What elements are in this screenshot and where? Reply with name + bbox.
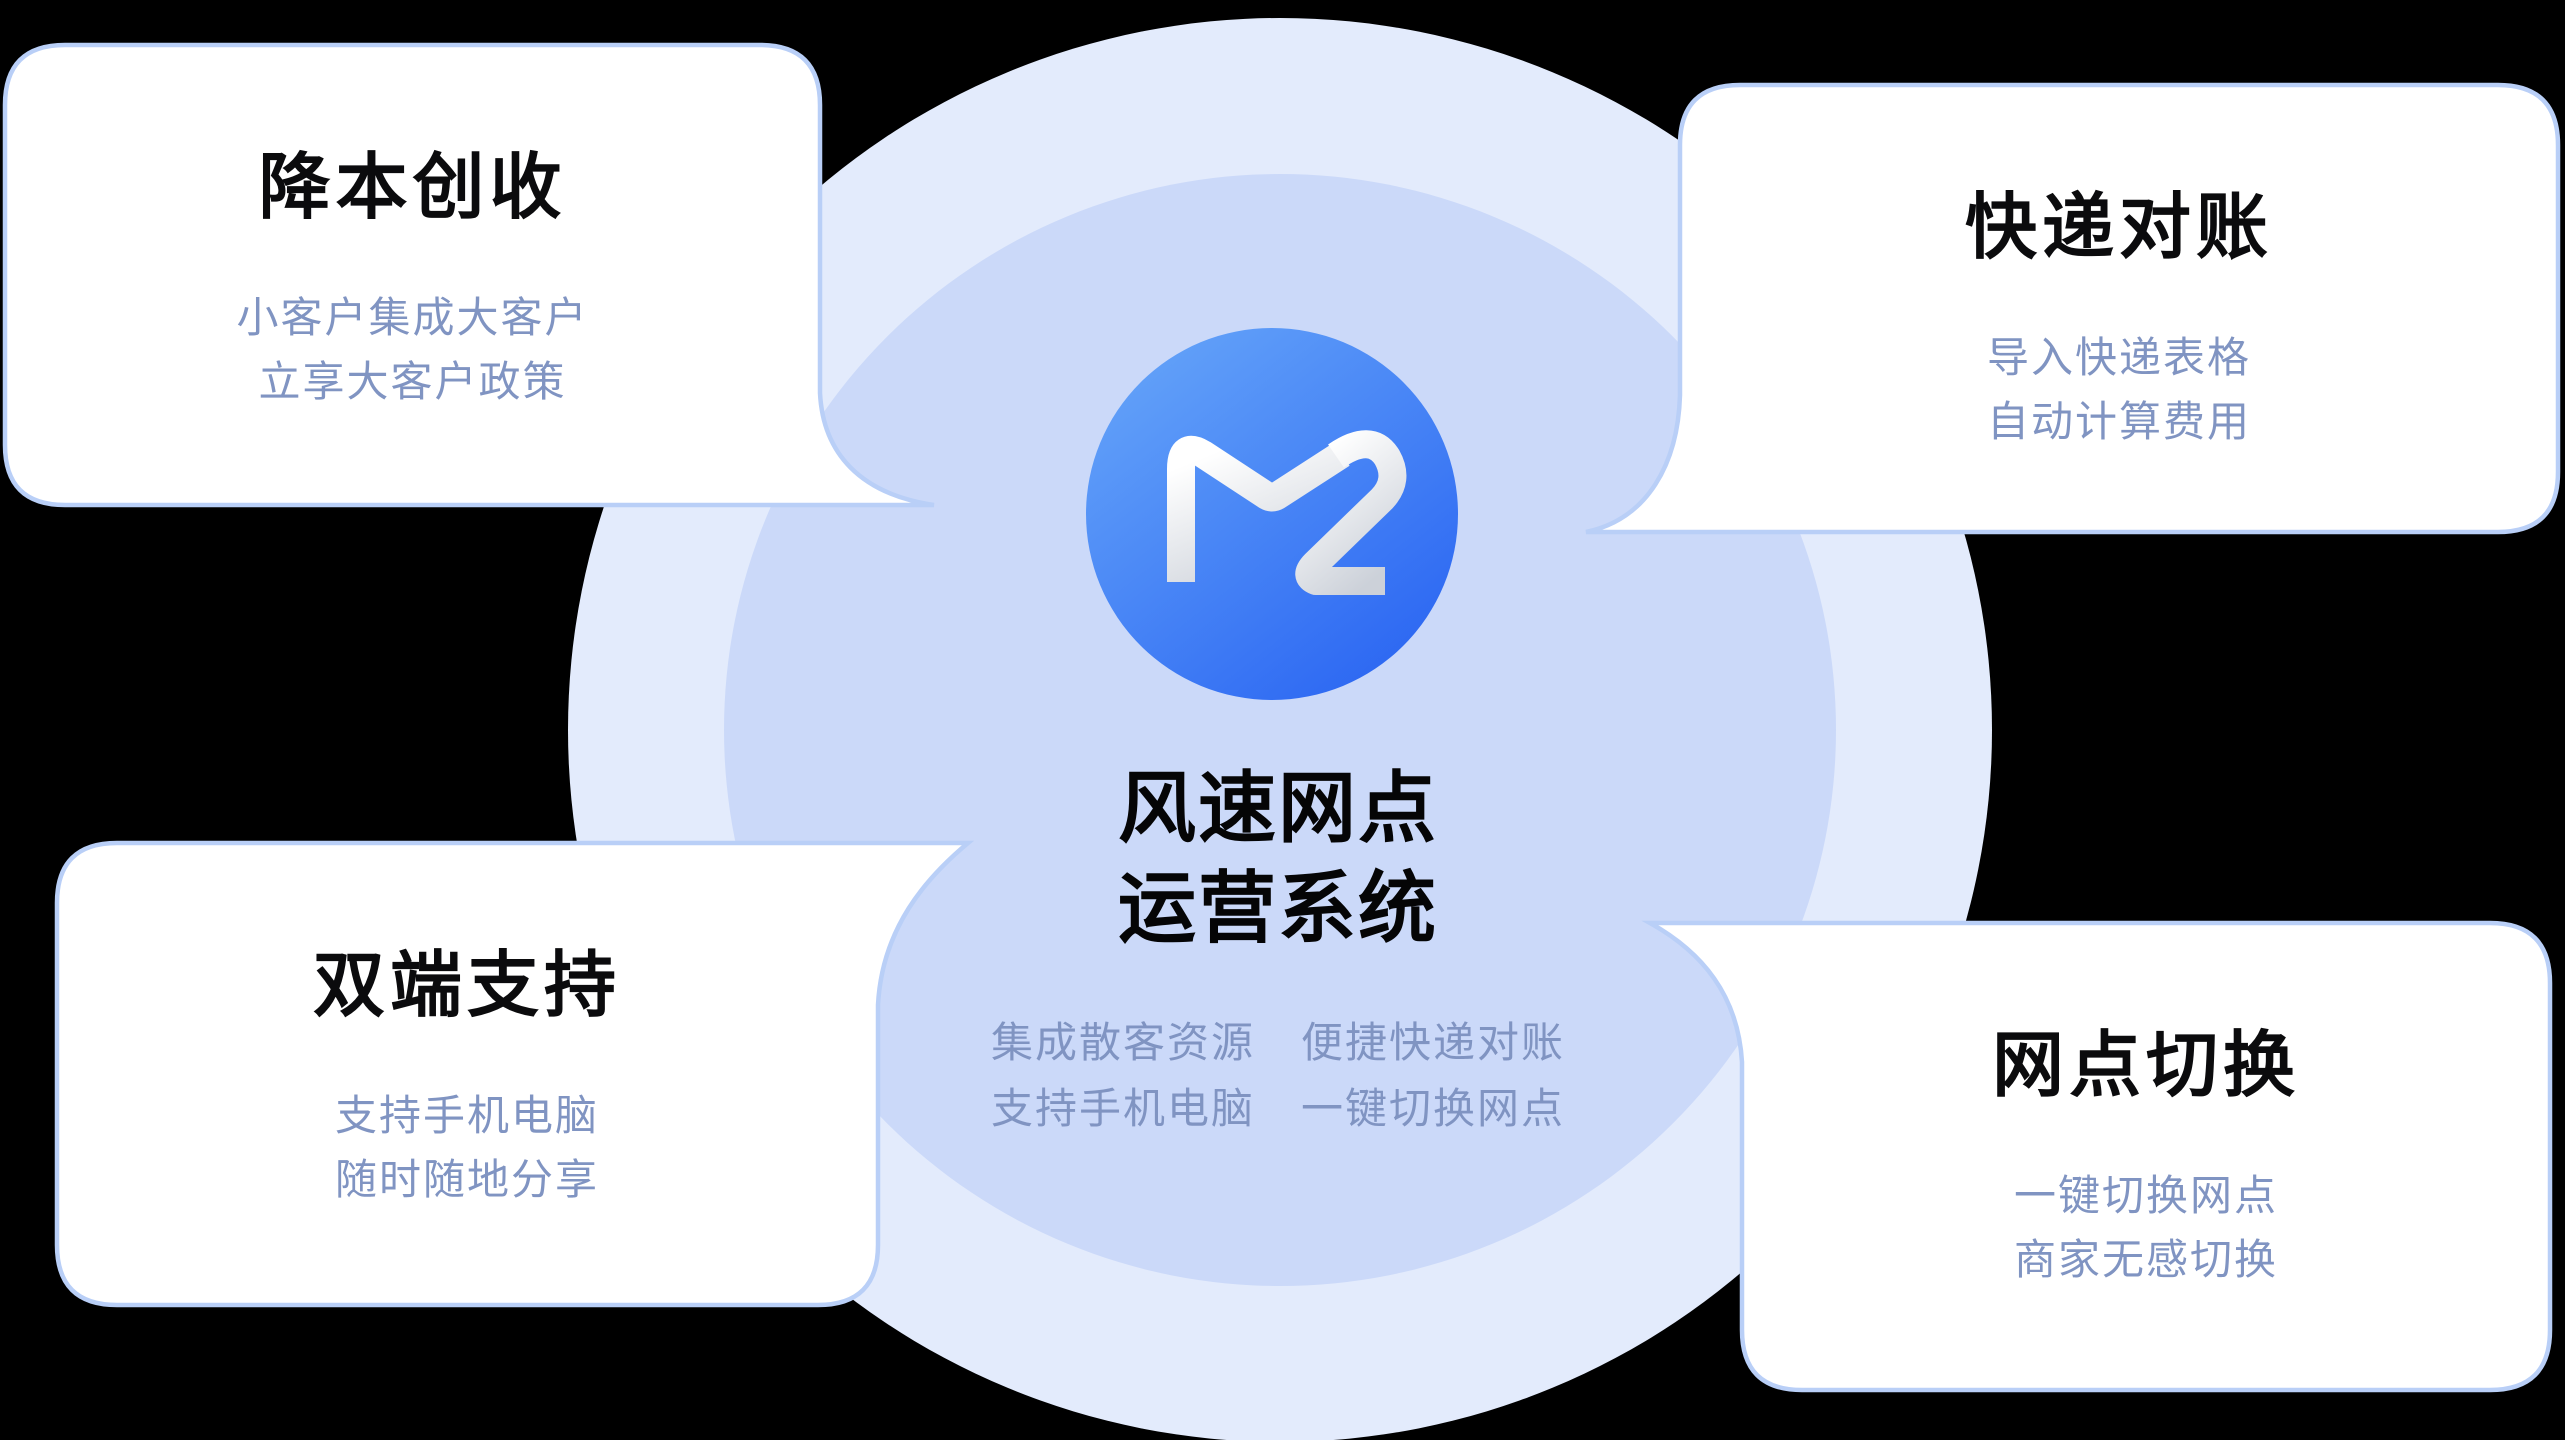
card-shape-top-right	[1585, 82, 2561, 535]
card-shape-bottom-right	[1641, 920, 2553, 1393]
card-shapes	[2, 42, 2561, 1393]
logo-badge	[1086, 328, 1458, 700]
fz-logo-icon	[1167, 430, 1407, 595]
card-shape-top-left	[2, 42, 935, 508]
logo-circle	[1086, 328, 1458, 700]
card-shape-bottom-left	[54, 840, 975, 1308]
inner-glow-circle	[724, 174, 1836, 1286]
